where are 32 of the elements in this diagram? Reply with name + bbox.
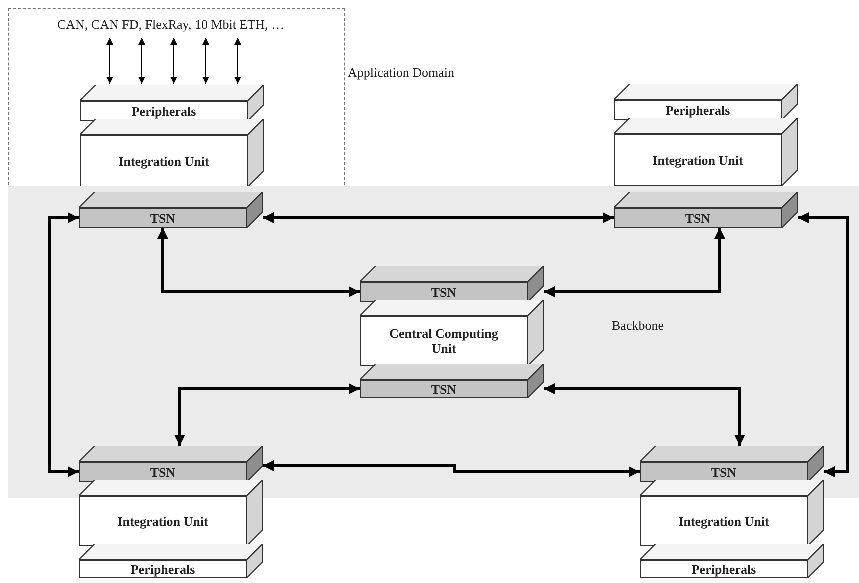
arrow (202, 38, 210, 84)
arrow (798, 212, 850, 478)
block-label: Integration Unit (678, 514, 770, 528)
block-label: Peripherals (132, 104, 196, 118)
arrow (174, 384, 360, 446)
block-label: Peripherals (130, 562, 196, 576)
block-label: TSN (150, 210, 176, 226)
arrow (544, 228, 726, 298)
arrow (138, 38, 146, 84)
arrow (263, 212, 614, 224)
arrow (170, 38, 178, 84)
block-label: Integration Unit (118, 154, 210, 168)
arrow (48, 212, 79, 478)
block-label: TSN (685, 210, 711, 226)
block-label: TSN (711, 464, 737, 480)
arrow (158, 228, 360, 298)
block-label: Peripherals (692, 562, 756, 576)
backbone-band (8, 186, 859, 498)
block-label: TSN (431, 284, 457, 300)
block-label: Integration Unit (652, 152, 744, 168)
protocol-list: CAN, CAN FD, FlexRay, 10 Mbit ETH, … (21, 17, 321, 39)
region-title: Application Domain (348, 65, 455, 81)
arrow (106, 38, 114, 84)
block-label: Integration Unit (118, 514, 208, 528)
arrow (234, 38, 242, 84)
block-label: TSN (150, 464, 176, 480)
block-label: Central Computing Unit (389, 326, 499, 356)
block-label: Peripherals (666, 102, 730, 118)
arrow (544, 384, 746, 446)
block-label: TSN (431, 382, 457, 396)
arrow (263, 460, 640, 478)
region-title: Backbone (612, 318, 664, 334)
